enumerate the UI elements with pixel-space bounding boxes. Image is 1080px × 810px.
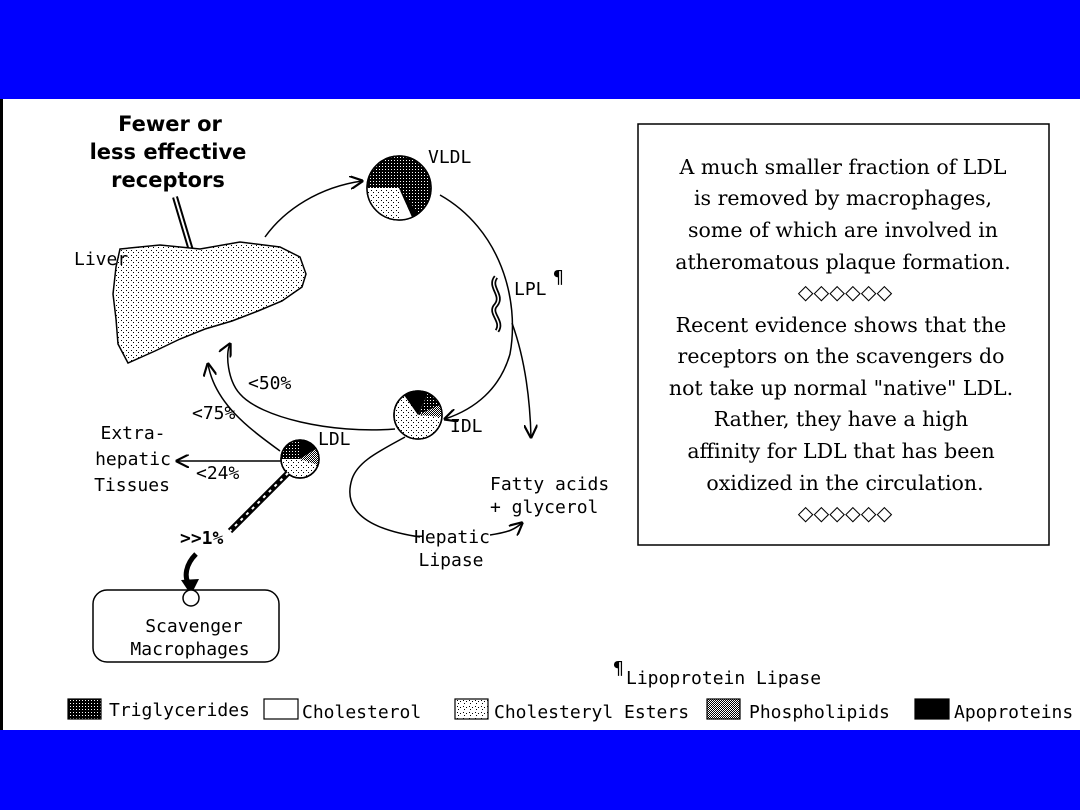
lpl-label: LPL [514,279,547,300]
scavenger-line-1: Scavenger [145,616,243,637]
note-para1-line-1: A much smaller fraction of LDL [679,155,1007,179]
note-para1-line-4: atheromatous plaque formation. [675,250,1011,274]
liver-label: Liver [74,249,128,270]
note-box [637,123,1050,546]
vldl-label: VLDL [428,147,472,168]
ldl-label: LDL [318,429,351,450]
note-separator-1: ◇◇◇◇◇◇ [798,280,893,304]
legend-swatch-phospholipids [706,698,741,720]
footnote-mark: ¶ [613,658,624,679]
ldl-particle [280,439,320,479]
pct-75-label: <75% [192,403,236,424]
legend-swatch-triglycerides [67,698,102,720]
note-separator-2: ◇◇◇◇◇◇ [798,501,893,525]
extrahepatic-line-2: hepatic [95,449,171,470]
note-para1-line-3: some of which are involved in [688,218,998,242]
pathway-arrows [177,181,531,538]
legend-label-cholesteryl-esters: Cholesteryl Esters [494,702,689,723]
lipoprotein-diagram: Fewer or less effective receptors Liver … [67,112,1073,723]
note-para2-line-3: not take up normal "native" LDL. [669,376,1013,400]
note-para2-line-6: oxidized in the circulation. [706,471,983,495]
hepatic-lipase-line-2: Lipase [418,550,483,571]
extrahepatic-line-3: Tissues [94,475,170,496]
scavenger-line-2: Macrophages [130,639,249,660]
legend-label-triglycerides: Triglycerides [109,700,250,721]
slide-left-border [0,99,3,730]
vldl-particle [366,155,432,221]
note-para2-line-2: receptors on the scavengers do [678,344,1005,368]
legend: Triglycerides Cholesterol Cholesteryl Es… [67,698,1073,723]
legend-swatch-cholesterol [263,698,299,720]
lpl-enzyme-icon [491,275,502,333]
note-para2-line-4: Rather, they have a high [714,407,968,431]
callout-line-1: Fewer or [118,112,222,136]
legend-swatch-apoproteins [914,698,950,720]
legend-swatch-cholesteryl-esters [454,698,489,720]
idl-label: IDL [450,416,483,437]
slide: Fewer or less effective receptors Liver … [0,99,1080,730]
note-para2-line-5: affinity for LDL that has been [687,439,994,463]
hepatic-lipase-line-1: Hepatic [414,527,490,548]
note-para2-line-1: Recent evidence shows that the [676,313,1007,337]
callout-line-2: less effective [90,140,247,164]
legend-label-apoproteins: Apoproteins [954,702,1073,723]
scavenger-box [92,589,280,663]
callout-line-3: receptors [111,168,225,192]
idl-particle [393,390,443,440]
legend-label-phospholipids: Phospholipids [749,702,890,723]
pct-1-label: >>1% [180,528,224,549]
fatty-acids-line-1: Fatty acids [490,474,609,495]
pct-24-label: <24% [196,463,240,484]
legend-label-cholesterol: Cholesterol [302,702,421,723]
pct-50-label: <50% [248,373,292,394]
fatty-acids-line-2: + glycerol [490,497,598,518]
receptor-icon [182,589,200,607]
extrahepatic-line-1: Extra- [100,423,165,444]
note-para1-line-2: is removed by macrophages, [694,186,992,210]
liver-shape [112,241,307,364]
lpl-footnote-mark: ¶ [553,267,564,288]
scavenger-uptake-arrow [181,470,291,595]
footnote-text: Lipoprotein Lipase [626,668,821,689]
